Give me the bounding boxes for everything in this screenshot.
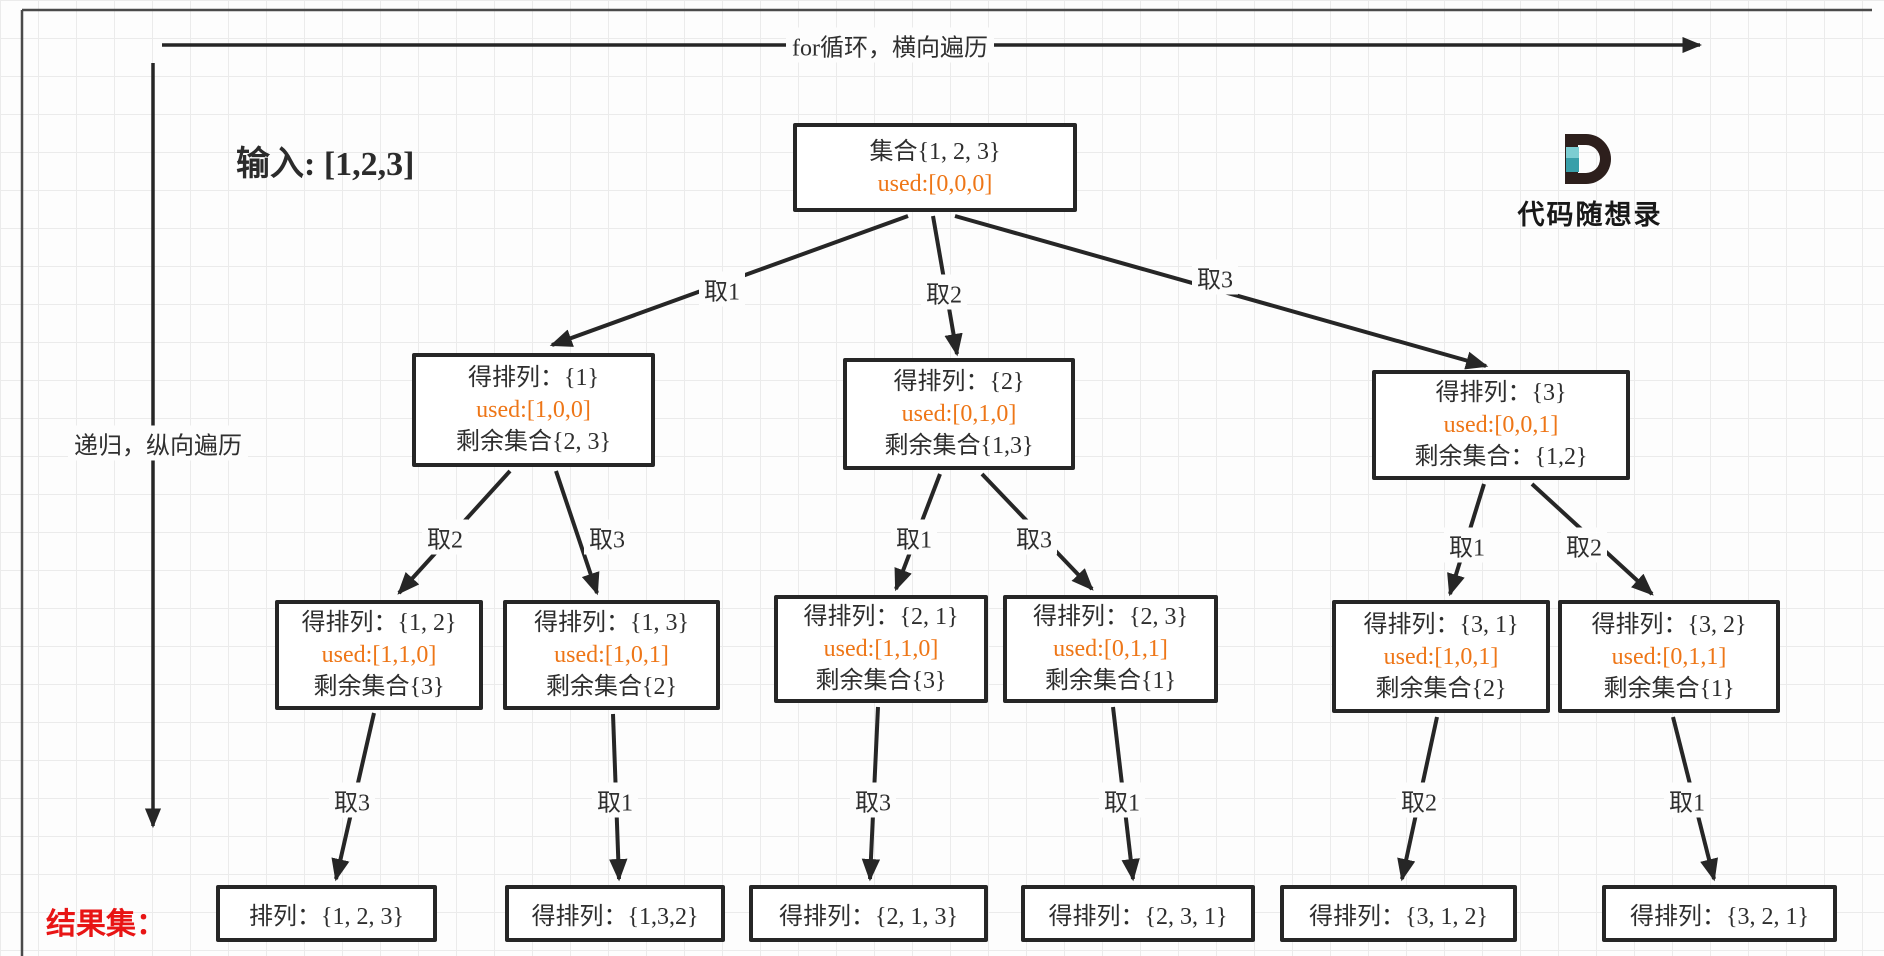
- tree-node-2-1: 得排列：{2, 1} used:[1,1,0] 剩余集合{3}: [774, 595, 988, 703]
- brand-d-teal-dark: [1566, 158, 1579, 172]
- tree-node-root: 集合{1, 2, 3} used:[0,0,0]: [793, 123, 1077, 212]
- node-title: 得排列：{1, 3}: [533, 610, 690, 636]
- edge-n1-n12: [554, 470, 600, 596]
- edge-label-take2: 取2: [422, 519, 468, 555]
- node-title: 得排列：{3, 2}: [1591, 611, 1747, 638]
- tree-node-3: 得排列：{3} used:[0,0,1] 剩余集合：{1,2}: [1372, 370, 1630, 480]
- edge-label-take1: 取1: [699, 271, 745, 307]
- tree-node-3-2: 得排列：{3, 2} used:[0,1,1] 剩余集合{1}: [1558, 600, 1780, 713]
- edge-label-take3: 取3: [329, 782, 375, 818]
- tree-node-2-3: 得排列：{2, 3} used:[0,1,1] 剩余集合{1}: [1003, 595, 1218, 703]
- node-title: 得排列：{1, 2}: [301, 610, 457, 636]
- node-used: used:[0,0,1]: [1443, 412, 1559, 438]
- edge-label-take1: 取1: [1444, 527, 1490, 563]
- tree-node-1: 得排列：{1} used:[1,0,0] 剩余集合{2, 3}: [412, 353, 655, 467]
- edge-label-take1: 取1: [1664, 782, 1710, 818]
- edge-label-take1: 取1: [592, 782, 638, 818]
- node-used: used:[1,0,0]: [476, 397, 591, 423]
- node-title: 集合{1, 2, 3}: [869, 138, 1001, 165]
- result-node-5: 得排列：{3, 1, 2}: [1280, 885, 1517, 942]
- node-remaining: 剩余集合{3}: [313, 674, 445, 700]
- node-used: used:[0,1,0]: [901, 401, 1017, 427]
- node-used: used:[1,1,0]: [823, 636, 939, 662]
- edge-label-take3: 取3: [584, 519, 630, 555]
- node-remaining: 剩余集合{1,3}: [884, 433, 1034, 459]
- tree-node-1-3: 得排列：{1, 3} used:[1,0,1] 剩余集合{2}: [503, 600, 720, 710]
- node-remaining: 剩余集合：{1,2}: [1414, 444, 1588, 470]
- node-title: 得排列：{2, 3}: [1032, 604, 1189, 630]
- node-used: used:[0,0,0]: [877, 170, 993, 197]
- brand-name: 代码随想录: [1517, 200, 1663, 230]
- edge-label-take2: 取2: [921, 274, 967, 310]
- node-remaining: 剩余集合{1}: [1603, 675, 1735, 702]
- result-node-1: 排列：{1, 2, 3}: [216, 885, 437, 942]
- tree-node-2: 得排列：{2} used:[0,1,0] 剩余集合{1,3}: [843, 358, 1075, 470]
- tree-node-3-1: 得排列：{3, 1} used:[1,0,1] 剩余集合{2}: [1332, 600, 1550, 713]
- node-remaining: 剩余集合{2}: [1375, 675, 1507, 702]
- brand-d-icon: [1565, 134, 1611, 184]
- recursion-arrow-label: 递归，纵向遍历: [68, 425, 248, 461]
- node-title: 得排列：{3}: [1435, 380, 1567, 406]
- edge-label-take1: 取1: [1099, 782, 1145, 818]
- edge-label-take3: 取3: [850, 782, 896, 818]
- tree-node-1-2: 得排列：{1, 2} used:[1,1,0] 剩余集合{3}: [275, 600, 483, 710]
- result-set-label: 结果集：: [46, 908, 166, 941]
- edge-label-take3: 取3: [1192, 259, 1238, 295]
- node-used: used:[0,1,1]: [1053, 636, 1168, 662]
- result-node-3: 得排列：{2, 1, 3}: [749, 885, 988, 942]
- node-title: 得排列：{2}: [893, 369, 1025, 395]
- node-remaining: 剩余集合{3}: [815, 668, 947, 694]
- node-title: 得排列：{3, 1}: [1363, 611, 1519, 638]
- edge-label-take3: 取3: [1011, 519, 1057, 555]
- result-node-4: 得排列：{2, 3, 1}: [1021, 885, 1255, 942]
- node-used: used:[0,1,1]: [1611, 643, 1727, 670]
- edge-label-take2: 取2: [1561, 527, 1607, 563]
- result-node-6: 得排列：{3, 2, 1}: [1602, 885, 1837, 942]
- node-used: used:[1,1,0]: [321, 642, 437, 668]
- node-remaining: 剩余集合{2}: [545, 674, 678, 700]
- edge-label-take2: 取2: [1396, 782, 1442, 818]
- result-node-2: 得排列：{1,3,2}: [505, 885, 725, 942]
- input-label: 输入: [1,2,3]: [236, 146, 415, 183]
- node-remaining: 剩余集合{2, 3}: [455, 429, 612, 455]
- node-used: used:[1,0,1]: [554, 642, 669, 668]
- for-loop-arrow-label: for循环，横向遍历: [786, 27, 994, 63]
- brand-d-teal-light: [1566, 147, 1579, 158]
- node-title: 得排列：{1}: [467, 365, 600, 391]
- node-title: 得排列：{2, 1}: [803, 604, 959, 630]
- node-remaining: 剩余集合{1}: [1044, 668, 1177, 694]
- edge-label-take1: 取1: [891, 519, 937, 555]
- brand-logo: 代码随想录: [1505, 134, 1675, 232]
- node-used: used:[1,0,1]: [1383, 643, 1499, 670]
